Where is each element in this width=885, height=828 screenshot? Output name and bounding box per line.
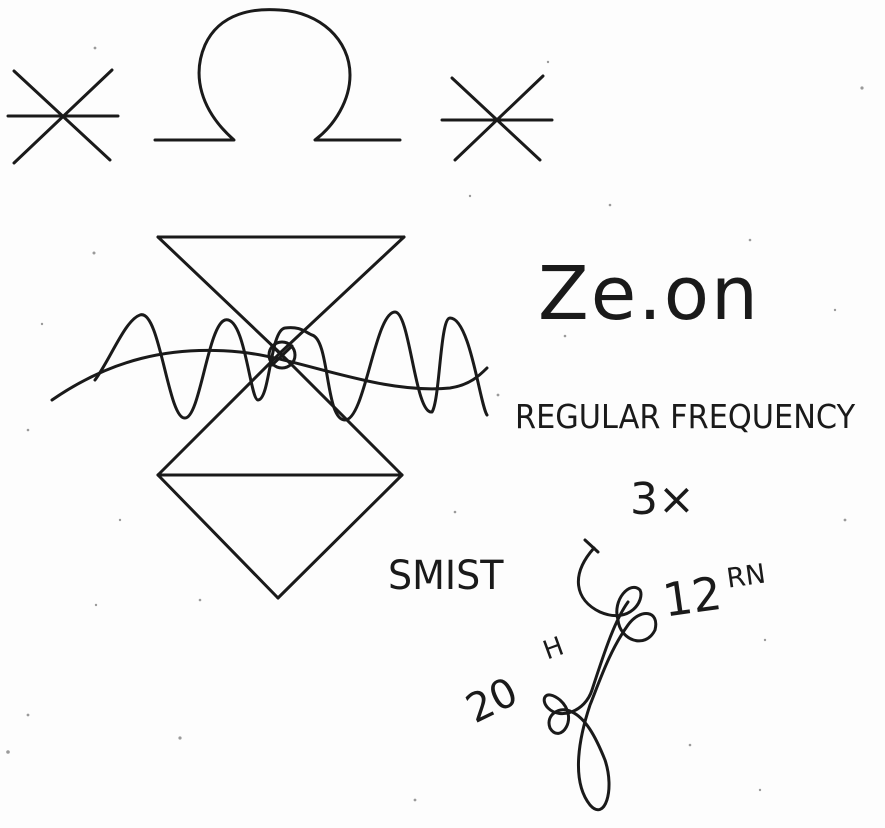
rn-number-label: 12	[659, 565, 725, 628]
sine-wave-icon	[93, 310, 489, 422]
figure-subtitle: REGULAR FREQUENCY	[515, 397, 856, 436]
rn-superscript-label: RN	[724, 558, 768, 595]
left-star-icon	[6, 68, 120, 165]
paper-speckles	[6, 46, 864, 802]
multiplier-label: 3×	[630, 474, 695, 525]
figure-title: Ze.on	[538, 251, 760, 337]
omega-icon	[153, 8, 402, 142]
looped-coil-icon	[542, 538, 658, 812]
hourglass-diamond-icon	[156, 235, 406, 600]
circled-x-icon	[267, 340, 297, 370]
smist-label: SMIST	[388, 553, 504, 599]
right-star-icon	[440, 74, 554, 162]
